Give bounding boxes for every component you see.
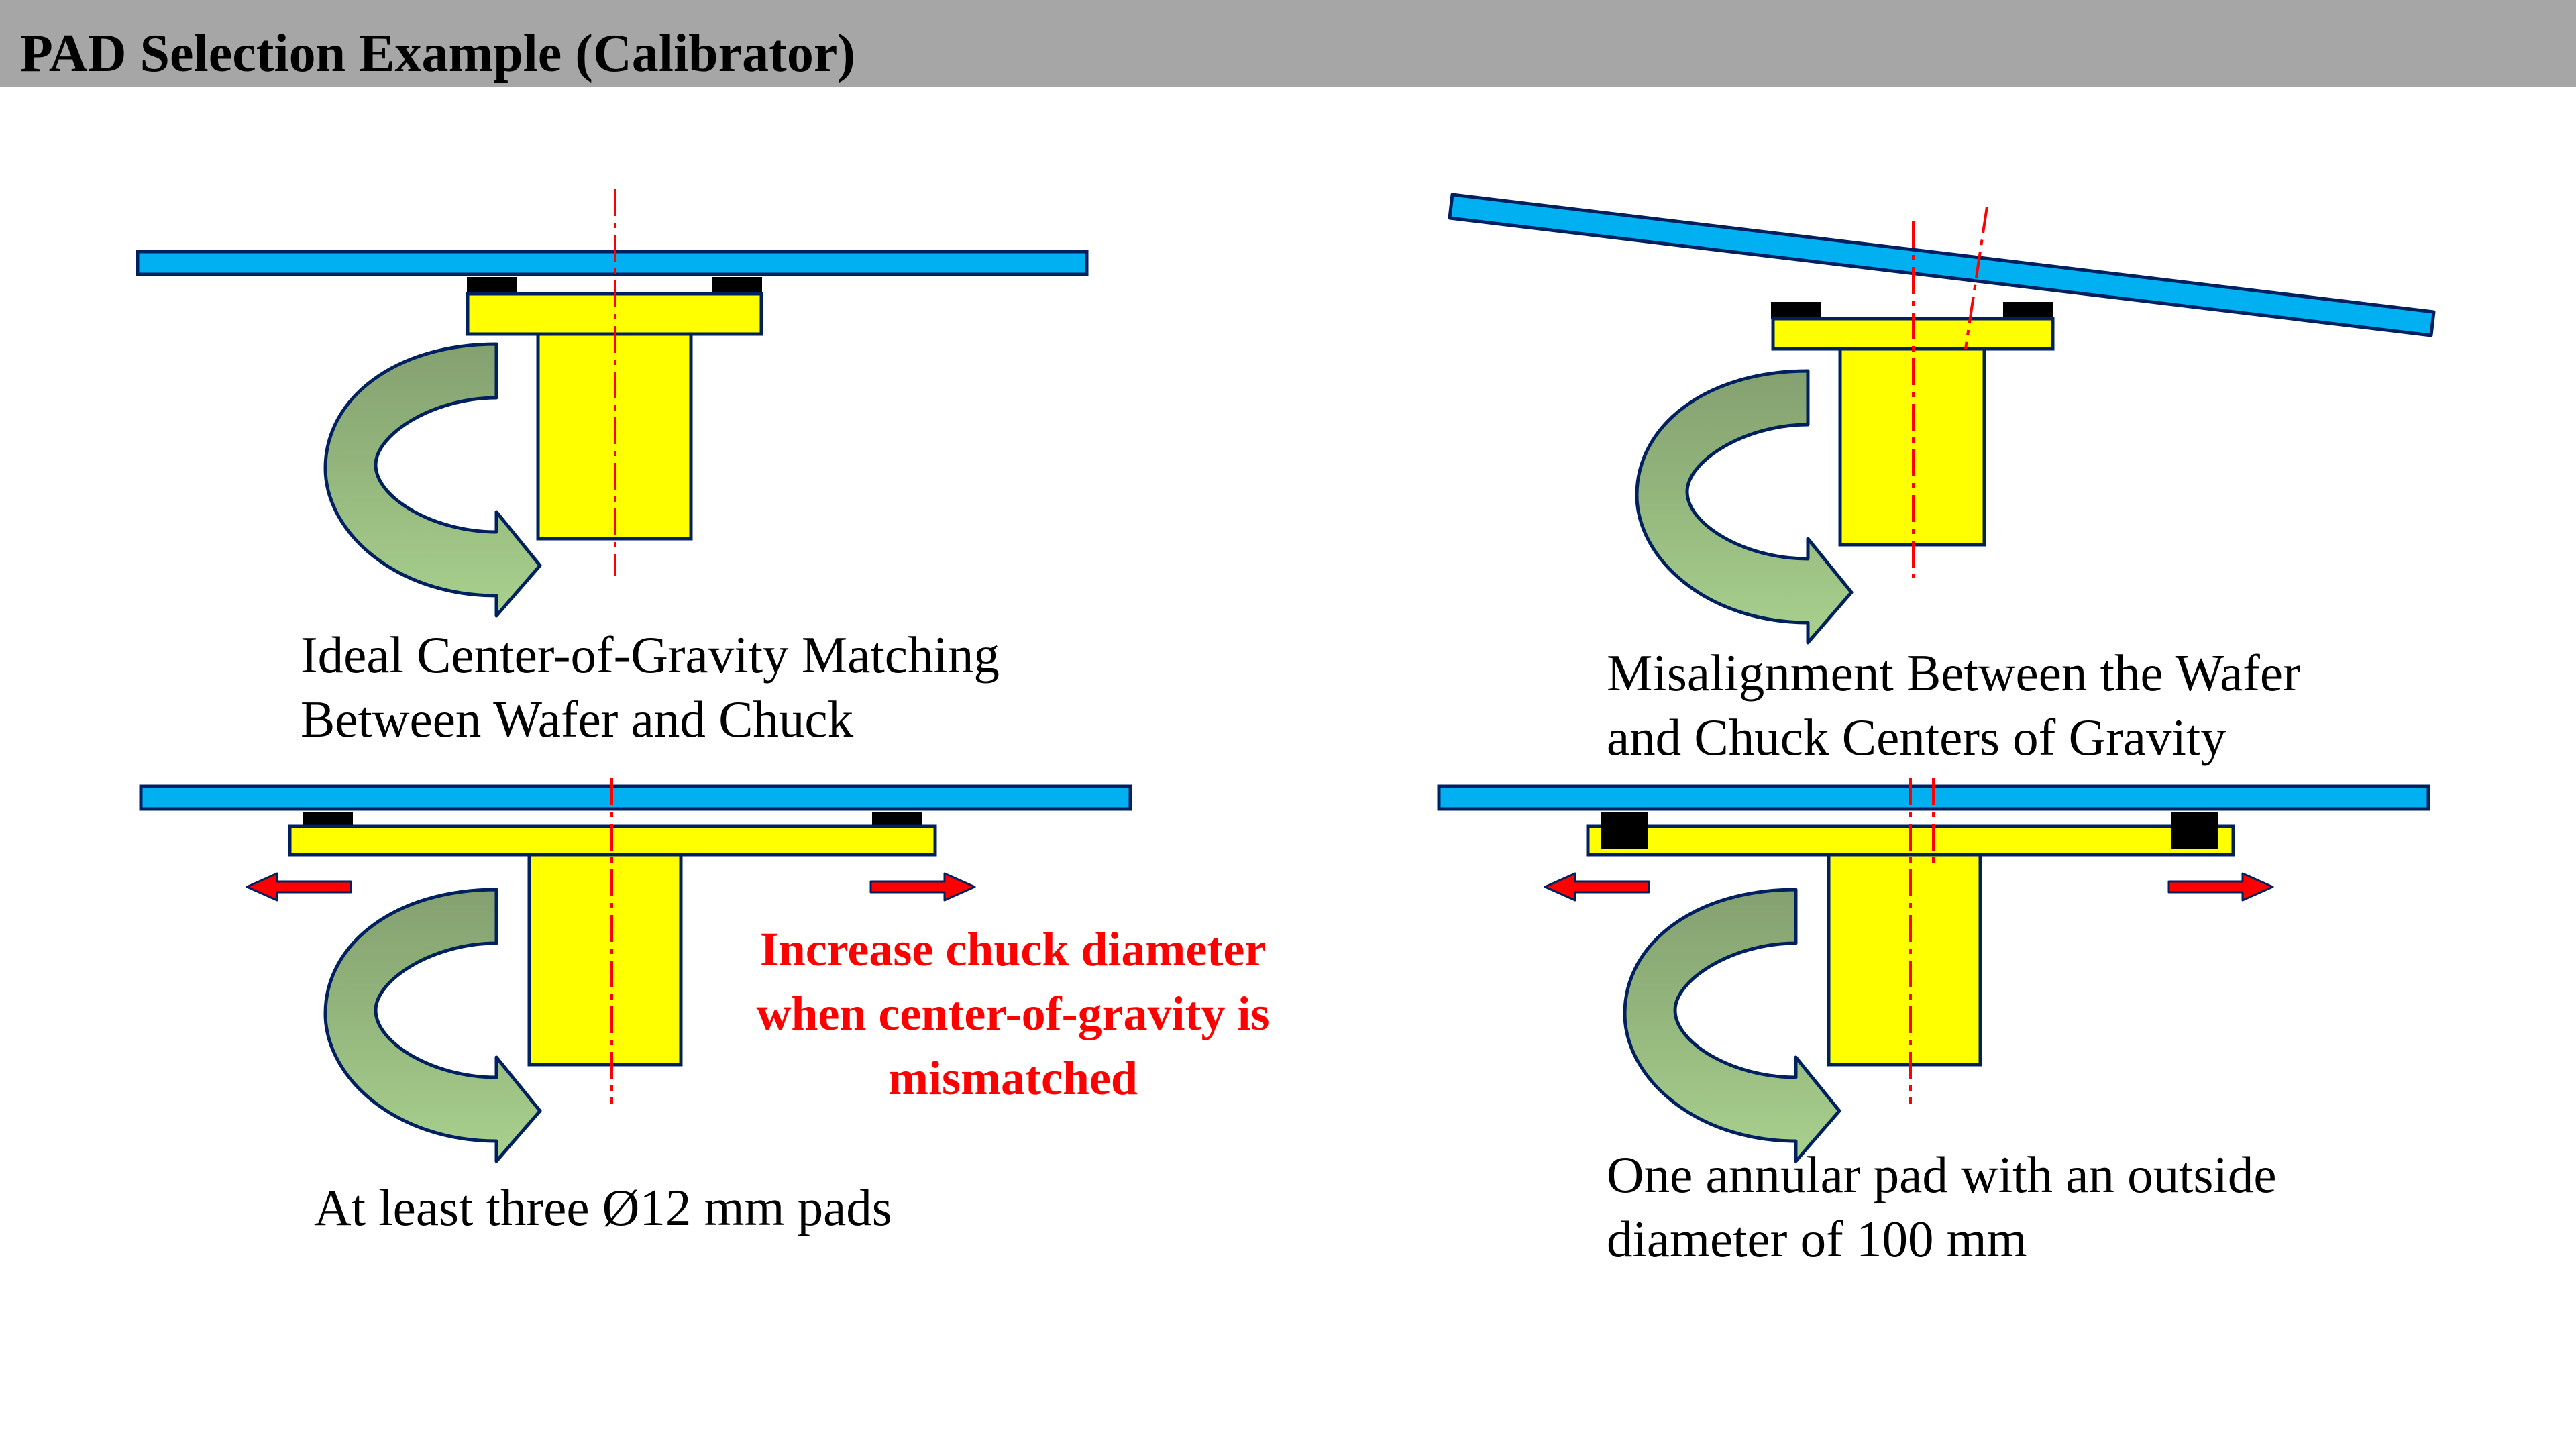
rotation-arrow-icon	[1637, 371, 1851, 643]
caption-line: Between Wafer and Chuck	[301, 690, 854, 748]
pad-right	[712, 277, 762, 294]
rotation-arrow-icon	[325, 344, 540, 616]
caption-top-left: Ideal Center-of-Gravity Matching Between…	[301, 623, 1000, 751]
rotation-arrow-icon	[325, 890, 540, 1161]
caption-line: One annular pad with an outside	[1607, 1146, 2277, 1203]
wafer	[139, 784, 1132, 811]
right-arrow-icon	[2167, 872, 2274, 902]
annular-pad-right	[2171, 812, 2218, 849]
chuck-stem	[527, 853, 683, 1067]
note-line: when center-of-gravity is	[756, 987, 1270, 1040]
pad-right	[2003, 302, 2053, 319]
left-arrow-icon	[246, 872, 352, 902]
pad-left	[303, 812, 353, 826]
panel-top-right	[1448, 193, 2436, 643]
chuck-stem	[1827, 853, 1982, 1067]
caption-bottom-left: At least three Ø12 mm pads	[314, 1175, 892, 1240]
title-bar	[0, 0, 2576, 87]
note-line: mismatched	[888, 1051, 1138, 1105]
note-bottom-left: Increase chuck diameter when center-of-g…	[698, 917, 1328, 1110]
annular-pad-left	[1601, 812, 1648, 849]
caption-bottom-right: One annular pad with an outside diameter…	[1607, 1142, 2277, 1271]
right-arrow-icon	[869, 872, 976, 902]
caption-line: Misalignment Between the Wafer	[1607, 644, 2300, 702]
caption-line: Ideal Center-of-Gravity Matching	[301, 626, 1000, 684]
pad-right	[872, 812, 922, 826]
caption-line: diameter of 100 mm	[1607, 1210, 2027, 1268]
caption-top-right: Misalignment Between the Wafer and Chuck…	[1607, 641, 2300, 769]
panel-top-left	[136, 189, 1089, 616]
page-title: PAD Selection Example (Calibrator)	[20, 24, 855, 83]
note-line: Increase chuck diameter	[759, 922, 1267, 976]
caption-line: and Chuck Centers of Gravity	[1607, 708, 2226, 766]
panel-bottom-right	[1437, 778, 2430, 1161]
rotation-arrow-icon	[1625, 890, 1839, 1161]
caption-line: At least three Ø12 mm pads	[314, 1179, 892, 1236]
panel-bottom-left	[139, 778, 1132, 1161]
pad-left	[467, 277, 517, 294]
wafer-centerline	[1964, 206, 1988, 350]
wafer-tilted	[1448, 193, 2436, 337]
wafer	[136, 250, 1089, 276]
pad-left	[1771, 302, 1821, 319]
left-arrow-icon	[1544, 872, 1650, 902]
